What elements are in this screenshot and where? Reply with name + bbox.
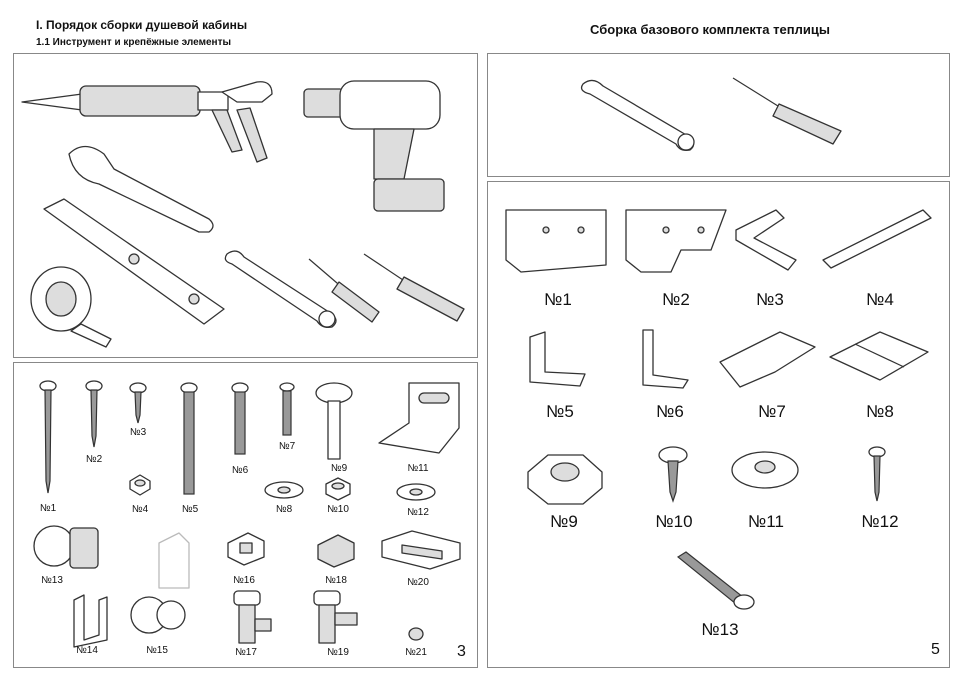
- fastener-label-9: №9: [330, 463, 348, 474]
- hinge-icon: [829, 331, 929, 381]
- bolt-icon: [279, 382, 295, 436]
- nut-icon: [129, 474, 151, 496]
- tools-panel: [13, 53, 478, 358]
- l-bracket-icon: [735, 209, 797, 271]
- part-label-7: №7: [758, 402, 786, 421]
- page-number-left: 3: [457, 643, 466, 660]
- nut-icon: [325, 477, 351, 501]
- fastener-label-15: №15: [146, 645, 168, 656]
- part-label-11: №11: [748, 512, 784, 531]
- screw-icon: [129, 382, 147, 424]
- fastener-label-20: №20: [407, 577, 429, 588]
- pin-icon: [315, 382, 353, 460]
- fastener-label-3: №3: [129, 427, 147, 438]
- glass-clamp-icon: [381, 530, 461, 570]
- fastener-label-4: №4: [131, 504, 149, 515]
- drill-icon: [303, 80, 445, 212]
- fastener-label-19: №19: [327, 647, 349, 658]
- part-label-13: №13: [701, 620, 739, 639]
- page-subtitle-left: 1.1 Инструмент и крепёжные элементы: [36, 37, 232, 48]
- fastener-label-1: №1: [39, 503, 57, 514]
- screw-icon-right-2: [868, 446, 886, 502]
- washer-icon: [264, 481, 304, 499]
- spirit-level-icon: [43, 198, 225, 325]
- washer-icon: [396, 483, 436, 501]
- part-label-9: №9: [550, 512, 578, 531]
- page-title-right: Сборка базового комплекта теплицы: [590, 22, 830, 37]
- part-label-4: №4: [866, 290, 894, 309]
- fastener-label-14: №14: [76, 645, 98, 656]
- fastener-label-13: №13: [41, 575, 63, 586]
- end-cap-icon: [158, 532, 190, 589]
- part-label-8: №8: [866, 402, 894, 421]
- clip-icon: [227, 532, 265, 566]
- screw-icon-right: [658, 446, 688, 503]
- fastener-label-21: №21: [405, 647, 427, 658]
- washer-icon-right: [731, 451, 799, 489]
- page-number-right: 5: [931, 641, 940, 658]
- greenhouse-parts-panel: №1 №2 №3 №4 №5 №6 №7 №8 №9 №10 №11 №12 №…: [487, 181, 950, 668]
- fasteners-panel: №1 №2 №3 №4 №5 №6 №7 №8 №9 №10 №11 №12 №…: [13, 362, 478, 668]
- screwdriver-icon: [308, 258, 380, 323]
- wrench-icon: [224, 250, 337, 329]
- screw-icon: [39, 380, 57, 494]
- bolt-icon: [231, 382, 249, 455]
- fastener-label-17: №17: [235, 647, 257, 658]
- roller-icon-2: [130, 596, 186, 634]
- screw-icon: [85, 380, 103, 448]
- roller-icon: [33, 525, 99, 569]
- fastener-label-18: №18: [325, 575, 347, 586]
- page-title-left: I. Порядок сборки душевой кабины: [36, 18, 248, 32]
- corner-plate-icon-2: [625, 209, 727, 273]
- screwdriver-icon-2: [363, 253, 465, 322]
- angle-bracket-icon: [378, 382, 460, 454]
- fastener-label-11: №11: [407, 463, 429, 474]
- fastener-label-10: №10: [327, 504, 349, 515]
- channel-profile-icon: [73, 594, 108, 648]
- tape-roll-icon: [30, 266, 112, 348]
- bolt-icon: [180, 382, 198, 495]
- flat-bar-icon: [822, 209, 932, 269]
- part-label-1: №1: [544, 290, 572, 309]
- corner-plate-icon: [505, 209, 607, 273]
- greenhouse-tools-panel: [487, 53, 950, 177]
- clip-icon: [317, 534, 355, 568]
- small-cap-icon: [408, 627, 424, 641]
- fastener-label-5: №5: [181, 504, 199, 515]
- part-label-12: №12: [861, 512, 899, 531]
- angle-icon-2: [642, 329, 689, 389]
- part-label-10: №10: [655, 512, 693, 531]
- tee-fitting-icon-2: [313, 590, 358, 644]
- fastener-label-8: №8: [275, 504, 293, 515]
- tee-fitting-icon: [233, 590, 272, 644]
- bolt-icon-right: [676, 551, 755, 610]
- fastener-label-7: №7: [278, 441, 296, 452]
- part-label-6: №6: [656, 402, 684, 421]
- fastener-label-6: №6: [231, 465, 249, 476]
- hinge-clamp-icon: [719, 331, 816, 388]
- part-label-2: №2: [662, 290, 690, 309]
- wrench-icon-right: [580, 79, 695, 152]
- nut-icon-right: [527, 454, 603, 505]
- fastener-label-16: №16: [233, 575, 255, 586]
- fastener-label-12: №12: [407, 507, 429, 518]
- angle-icon: [529, 331, 586, 387]
- caulking-gun-icon: [21, 81, 273, 163]
- part-label-3: №3: [756, 290, 784, 309]
- part-label-5: №5: [546, 402, 574, 421]
- adjustable-wrench-icon: [68, 145, 214, 233]
- screwdriver-icon-right: [732, 77, 842, 145]
- fastener-label-2: №2: [85, 454, 103, 465]
